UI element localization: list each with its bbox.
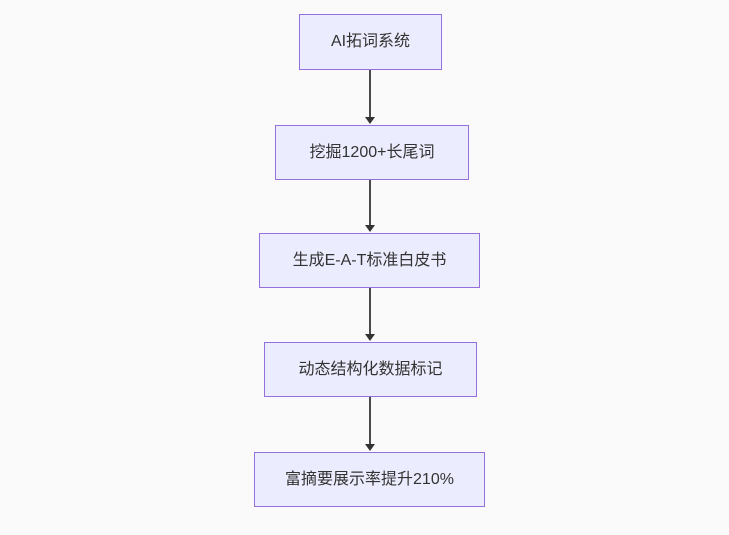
arrowhead-icon	[365, 334, 375, 341]
flow-node-label: AI拓词系统	[330, 33, 411, 51]
arrow-shaft	[369, 288, 371, 334]
arrowhead-icon	[365, 117, 375, 124]
flow-node-label: 生成E-A-T标准白皮书	[292, 251, 447, 269]
flow-node-label: 富摘要展示率提升210%	[285, 470, 454, 488]
arrow-down-icon	[365, 70, 375, 124]
flow-node-longtail-mining: 挖掘1200+长尾词	[275, 125, 469, 180]
arrow-shaft	[369, 70, 371, 117]
arrowhead-icon	[365, 225, 375, 232]
flow-node-label: 挖掘1200+长尾词	[309, 143, 435, 161]
flow-node-ai-keyword-system: AI拓词系统	[299, 14, 442, 70]
arrow-down-icon	[365, 397, 375, 451]
flow-node-label: 动态结构化数据标记	[298, 360, 443, 378]
flow-node-structured-data-markup: 动态结构化数据标记	[264, 342, 477, 397]
flow-node-rich-snippet-result: 富摘要展示率提升210%	[254, 452, 485, 507]
arrow-down-icon	[365, 180, 375, 232]
arrow-down-icon	[365, 288, 375, 341]
arrowhead-icon	[365, 444, 375, 451]
arrow-shaft	[369, 180, 371, 225]
flow-node-eat-whitepaper: 生成E-A-T标准白皮书	[259, 233, 480, 288]
arrow-shaft	[369, 397, 371, 444]
